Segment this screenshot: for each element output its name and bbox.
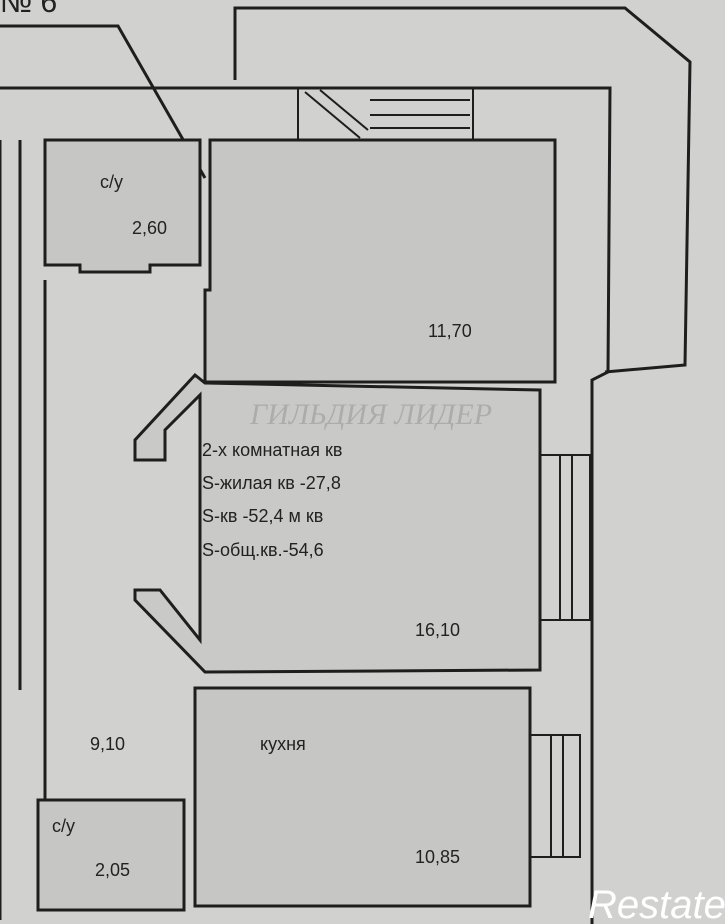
summary-line-4: S-общ.кв.-54,6 [202, 540, 324, 560]
room-bathroom-2 [36, 798, 186, 912]
area-living: 16,10 [415, 620, 460, 640]
room-living [133, 372, 542, 674]
area-hall: 9,10 [90, 734, 125, 754]
summary-line-3: S-кв -52,4 м кв [202, 506, 323, 526]
label-bathroom-2: c/y [52, 816, 75, 836]
summary-line-2: S-жилая кв -27,8 [202, 473, 341, 493]
summary-line-1: 2-х комнатная кв [202, 440, 342, 460]
plan-number: № 6 [0, 0, 57, 19]
label-bathroom-1: c/y [100, 172, 123, 192]
room-bathroom-1 [43, 138, 202, 274]
area-bedroom-1: 11,70 [428, 321, 472, 341]
restate-logo: Restate [588, 883, 725, 924]
agency-watermark: ГИЛЬДИЯ ЛИДЕР [249, 398, 492, 431]
leader-line [0, 24, 207, 179]
window-kitchen [529, 734, 581, 858]
area-bathroom-2: 2,05 [95, 860, 130, 880]
adjacent-building-outline [233, 6, 692, 374]
area-kitchen: 10,85 [415, 847, 460, 867]
window-living [539, 454, 591, 621]
label-kitchen: кухня [260, 734, 306, 754]
room-bedroom-1 [203, 138, 557, 384]
area-bathroom-1: 2,60 [132, 218, 167, 238]
room-kitchen [193, 686, 532, 908]
stairs [297, 87, 474, 141]
